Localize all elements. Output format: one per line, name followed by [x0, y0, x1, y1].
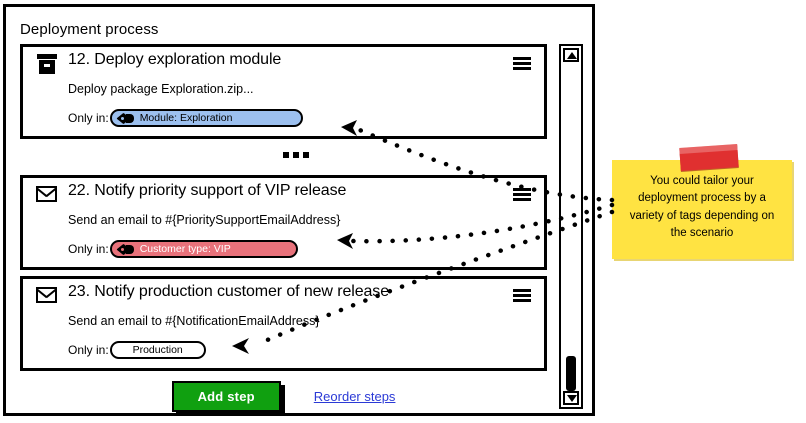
deployment-process-panel: Deployment process 12. Deploy exploratio… — [3, 4, 595, 416]
condition-label: Only in: — [68, 343, 109, 357]
tag-icon — [119, 244, 134, 255]
hamburger-menu-icon[interactable] — [513, 188, 531, 202]
envelope-icon — [36, 286, 58, 306]
step-condition: Only in: Module: Exploration — [68, 109, 303, 127]
step-card-header: 22. Notify priority support of VIP relea… — [23, 178, 544, 212]
tag-label: Customer type: VIP — [139, 242, 231, 255]
add-step-button[interactable]: Add step — [171, 381, 281, 412]
step-title: 12. Deploy exploration module — [68, 51, 282, 68]
step-card-23[interactable]: 23. Notify production customer of new re… — [20, 276, 547, 371]
page-title: Deployment process — [20, 21, 159, 38]
vertical-scrollbar[interactable] — [559, 44, 583, 409]
condition-label: Only in: — [68, 111, 109, 125]
tag-label: Module: Exploration — [139, 111, 233, 124]
footer-actions: Add step Reorder steps — [20, 381, 547, 412]
tag-label: Production — [132, 343, 183, 356]
tag-pill-module-exploration[interactable]: Module: Exploration — [109, 109, 303, 127]
step-title: 23. Notify production customer of new re… — [68, 283, 390, 300]
tag-pill-production[interactable]: Production — [109, 341, 206, 359]
step-condition: Only in: Customer type: VIP — [68, 240, 298, 258]
annotation-sticky-note: You could tailor your deployment process… — [612, 144, 792, 259]
step-card-header: 23. Notify production customer of new re… — [23, 279, 544, 313]
scroll-up-arrow-icon[interactable] — [563, 48, 579, 62]
step-description: Deploy package Exploration.zip... — [68, 82, 254, 96]
hamburger-menu-icon[interactable] — [513, 289, 531, 303]
step-card-header: 12. Deploy exploration module — [23, 47, 544, 81]
steps-collapsed-separator — [283, 152, 309, 158]
step-list: 12. Deploy exploration module Deploy pac… — [20, 44, 550, 412]
envelope-icon — [36, 185, 58, 205]
step-title: 22. Notify priority support of VIP relea… — [68, 182, 347, 199]
annotation-text: You could tailor your deployment process… — [629, 175, 775, 239]
tape-icon — [679, 144, 739, 171]
scrollbar-thumb[interactable] — [566, 356, 576, 391]
step-description: Send an email to #{NotificationEmailAddr… — [68, 314, 320, 328]
tag-icon — [119, 113, 134, 124]
hamburger-menu-icon[interactable] — [513, 57, 531, 71]
scroll-down-arrow-icon[interactable] — [563, 391, 579, 405]
step-card-22[interactable]: 22. Notify priority support of VIP relea… — [20, 175, 547, 270]
condition-label: Only in: — [68, 242, 109, 256]
reorder-steps-link[interactable]: Reorder steps — [313, 389, 396, 404]
archive-icon — [36, 54, 58, 74]
step-condition: Only in: Production — [68, 341, 206, 359]
step-description: Send an email to #{PrioritySupportEmailA… — [68, 213, 341, 227]
step-card-12[interactable]: 12. Deploy exploration module Deploy pac… — [20, 44, 547, 139]
tag-pill-customer-type-vip[interactable]: Customer type: VIP — [109, 240, 298, 258]
